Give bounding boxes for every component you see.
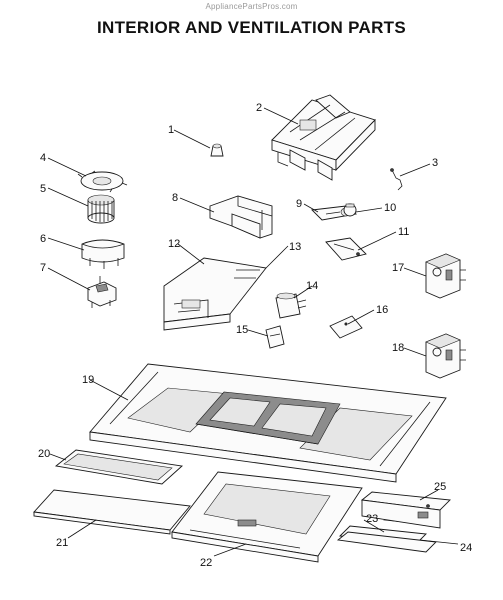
callout-3: 3 bbox=[432, 157, 438, 169]
callout-24: 24 bbox=[460, 542, 472, 554]
callout-23: 23 bbox=[366, 513, 378, 525]
part-10-thermal[interactable] bbox=[343, 203, 357, 217]
part-13-base-plate[interactable] bbox=[163, 257, 267, 331]
callout-2: 2 bbox=[256, 102, 262, 114]
part-4-fan-plate[interactable] bbox=[77, 170, 128, 193]
part-15-latch[interactable] bbox=[265, 325, 285, 349]
callout-1: 1 bbox=[168, 124, 174, 136]
part-21-charcoal-filter[interactable] bbox=[33, 489, 191, 535]
callout-5: 5 bbox=[40, 183, 46, 195]
callout-numbers: 1 2 3 4 5 6 7 8 9 10 11 12 13 14 15 16 1… bbox=[38, 102, 472, 569]
callout-15: 15 bbox=[236, 324, 248, 336]
part-14-switch[interactable] bbox=[275, 292, 307, 319]
part-11-board[interactable] bbox=[325, 237, 367, 261]
part-7-motor[interactable] bbox=[87, 276, 117, 308]
callout-7: 7 bbox=[40, 262, 46, 274]
part-5-blower-wheel[interactable] bbox=[87, 194, 115, 224]
callout-18: 18 bbox=[392, 342, 404, 354]
callout-8: 8 bbox=[172, 192, 178, 204]
callout-11: 11 bbox=[398, 226, 409, 238]
callout-16: 16 bbox=[376, 304, 388, 316]
watermark: AppliancePartsPros.com bbox=[205, 2, 298, 11]
callout-17: 17 bbox=[392, 262, 404, 274]
part-8-air-duct[interactable] bbox=[209, 195, 273, 239]
callout-6: 6 bbox=[40, 233, 46, 245]
callout-14: 14 bbox=[306, 280, 318, 292]
leader-lines bbox=[47, 107, 459, 557]
part-22-vent-grille[interactable] bbox=[171, 471, 363, 563]
part-23-panel[interactable] bbox=[336, 525, 437, 553]
callout-22: 22 bbox=[200, 557, 212, 569]
part-16-cover-plate[interactable] bbox=[329, 315, 363, 339]
part-18-switch-assembly[interactable] bbox=[425, 333, 466, 379]
part-20-grease-filter[interactable] bbox=[54, 449, 184, 485]
page-title: INTERIOR AND VENTILATION PARTS bbox=[96, 18, 406, 37]
callout-4: 4 bbox=[40, 152, 46, 164]
part-25-bracket-plate[interactable] bbox=[360, 491, 451, 529]
part-3-wire[interactable] bbox=[390, 168, 403, 191]
part-2-bracket[interactable] bbox=[271, 94, 376, 181]
part-19-bottom-plate[interactable] bbox=[89, 363, 447, 483]
callout-19: 19 bbox=[82, 374, 94, 386]
callout-13: 13 bbox=[289, 241, 301, 253]
callout-12: 12 bbox=[168, 238, 180, 250]
part-6-fan-housing[interactable] bbox=[81, 239, 125, 269]
callout-20: 20 bbox=[38, 448, 50, 460]
callout-21: 21 bbox=[56, 537, 68, 549]
callout-10: 10 bbox=[384, 202, 396, 214]
part-17-switch-assembly[interactable] bbox=[425, 253, 466, 299]
callout-9: 9 bbox=[296, 198, 302, 210]
callout-25: 25 bbox=[434, 481, 446, 493]
part-1-plug[interactable] bbox=[210, 143, 224, 157]
